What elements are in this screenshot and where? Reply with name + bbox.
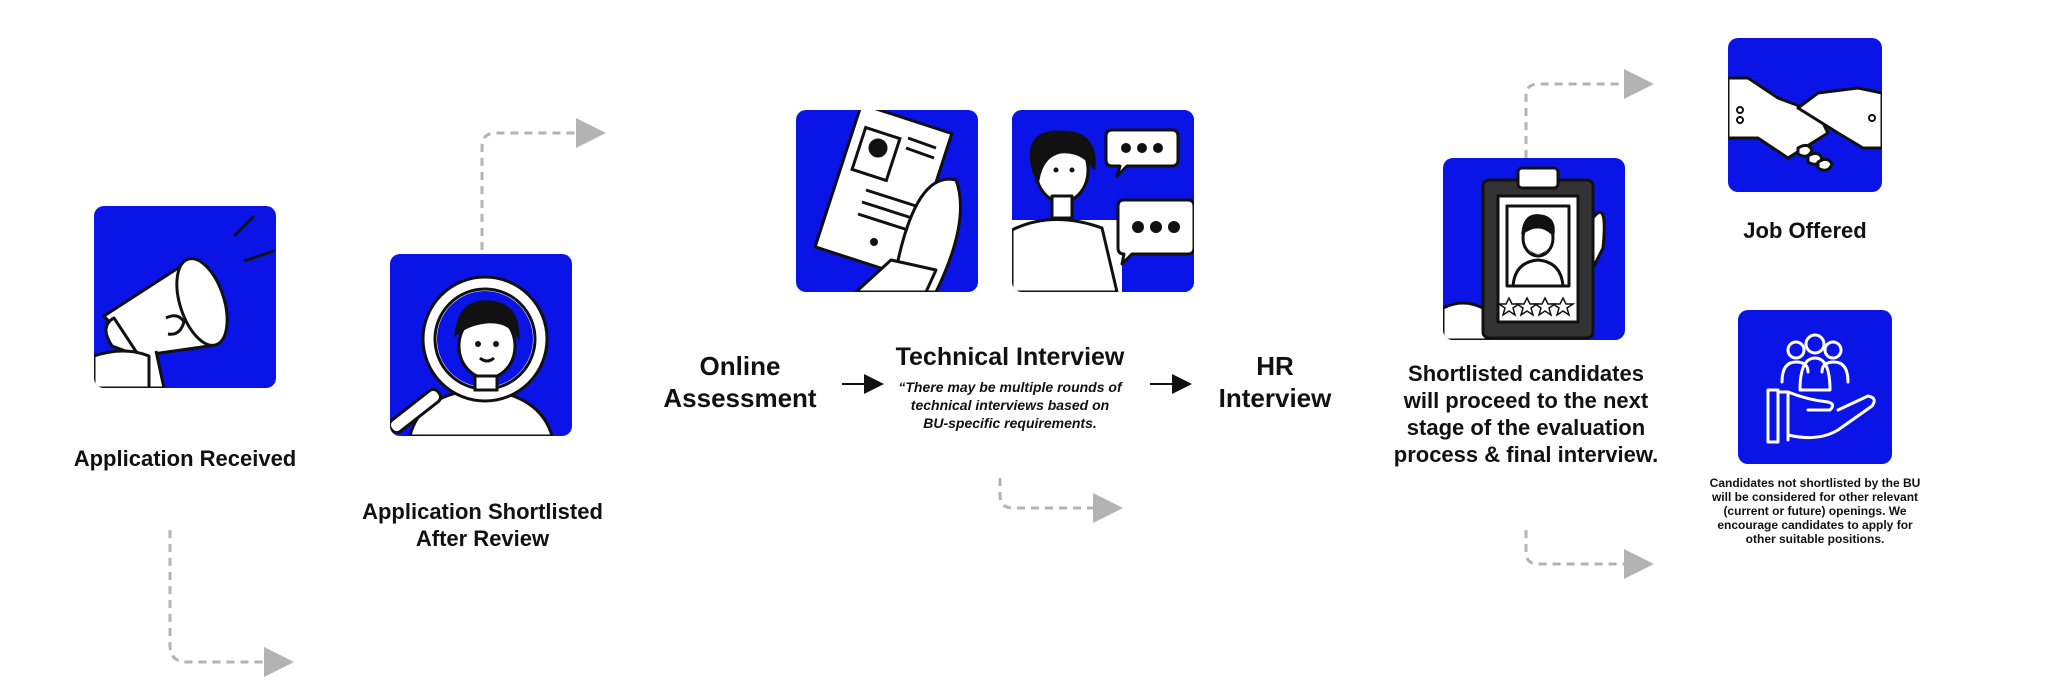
magnifier-person-icon <box>390 275 554 436</box>
connector-shortlisted-up <box>480 118 606 250</box>
not-shortlisted-note: Candidates not shortlisted by the BU wil… <box>1700 476 1930 546</box>
chat-person-icon <box>1012 110 1194 292</box>
shortlisted-line1: Shortlisted candidates <box>1408 361 1644 386</box>
online-assessment-card <box>796 110 978 292</box>
step-job-offered-label: Job Offered <box>1743 218 1867 243</box>
handshake-icon <box>1728 76 1882 172</box>
shortlisted-candidates-card <box>1443 158 1625 340</box>
connector-technical-down <box>998 478 1123 523</box>
connector-received-to-rejected <box>168 530 294 677</box>
step-hr-line1: HR <box>1256 351 1294 381</box>
step-technical-label: Technical Interview <box>895 343 1125 371</box>
not-shortlisted-line1: Candidates not shortlisted by the BU <box>1709 476 1921 490</box>
not-shortlisted-line4: encourage candidates to apply for <box>1717 518 1913 532</box>
step-assessment-line2: Assessment <box>663 383 817 413</box>
step-technical-interview: Technical Interview <box>880 343 1140 372</box>
not-shortlisted-line5: other suitable positions. <box>1745 532 1885 546</box>
step-assessment-line1: Online <box>699 351 781 381</box>
technical-interview-card <box>1012 110 1194 292</box>
step-application-shortlisted: Application Shortlisted After Review <box>330 498 635 552</box>
job-offered-card <box>1728 38 1882 192</box>
shortlisted-line4: process & final interview. <box>1393 442 1659 467</box>
technical-note-line2: technical interviews based on <box>910 397 1110 413</box>
not-shortlisted-card <box>1738 310 1892 464</box>
megaphone-icon <box>94 214 275 388</box>
connector-to-job-offered <box>1524 69 1654 158</box>
not-shortlisted-line2: will be considered for other relevant <box>1711 490 1919 504</box>
step-online-assessment: Online Assessment <box>650 350 830 414</box>
application-received-card <box>94 206 276 388</box>
technical-note-line1: “There may be multiple rounds of <box>898 379 1122 395</box>
technical-note-line3: BU-specific requirements. <box>923 415 1097 431</box>
step-application-received-label: Application Received <box>73 446 297 471</box>
step-hr-line2: Interview <box>1218 383 1332 413</box>
shortlisted-line3: stage of the evaluation <box>1406 415 1646 440</box>
connector-to-not-shortlisted <box>1524 530 1654 579</box>
resume-document-icon <box>813 110 962 292</box>
technical-interview-note: “There may be multiple rounds of technic… <box>880 378 1140 432</box>
not-shortlisted-line3: (current or future) openings. We <box>1723 504 1907 518</box>
step-shortlisted-line2: After Review <box>415 526 550 551</box>
clipboard-profile-icon <box>1443 166 1606 340</box>
step-hr-interview: HR Interview <box>1200 350 1350 414</box>
application-shortlisted-card <box>390 254 572 436</box>
step-shortlisted-line1: Application Shortlisted <box>362 499 603 524</box>
step-shortlisted-candidates: Shortlisted candidates will proceed to t… <box>1370 360 1682 468</box>
step-job-offered: Job Offered <box>1700 218 1910 244</box>
step-application-received: Application Received <box>40 446 330 472</box>
hand-people-icon <box>1766 333 1876 444</box>
shortlisted-line2: will proceed to the next <box>1403 388 1649 413</box>
